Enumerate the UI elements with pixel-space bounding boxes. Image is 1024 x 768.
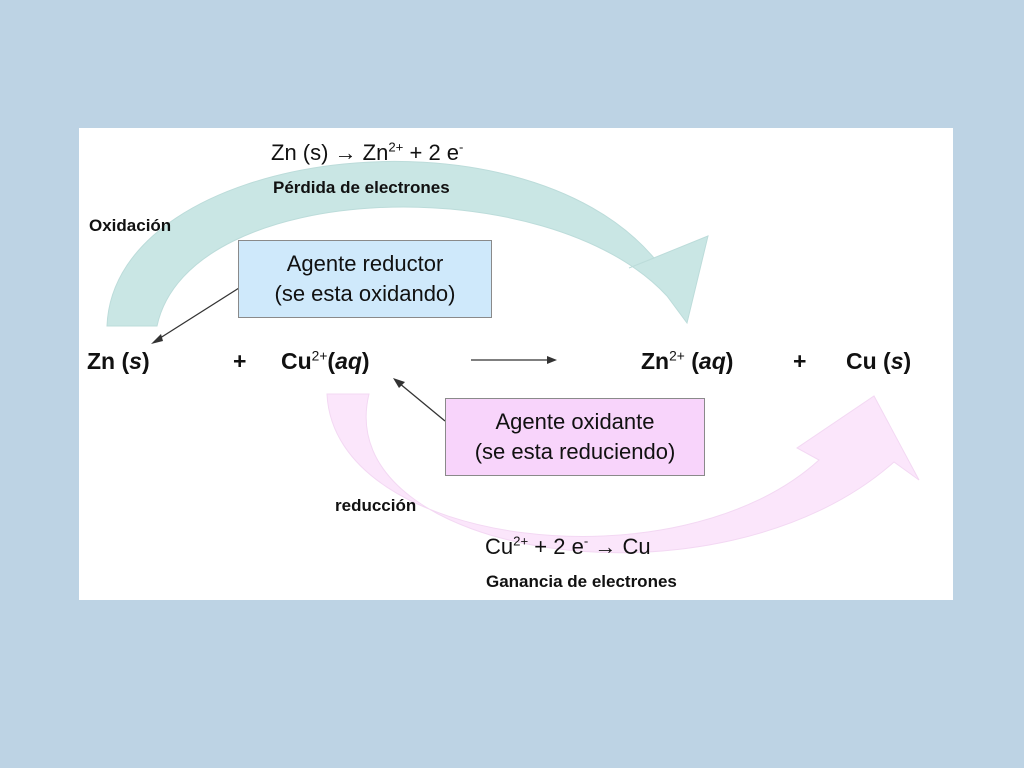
reactant-zn: Zn (s) — [87, 348, 150, 374]
plus-sign-right: + — [793, 348, 807, 374]
arrows-layer — [106, 160, 920, 554]
oxidation-half-reaction: Zn (s) → Zn2+ + 2 e- — [271, 139, 464, 165]
diagram-panel: Zn (s) → Zn2+ + 2 e- Pérdida de electron… — [79, 128, 953, 600]
product-zn-ion: Zn2+ (aq) — [641, 348, 734, 374]
reduction-half-reaction: Cu2+ + 2 e- → Cu — [485, 533, 651, 559]
reduction-arrow — [326, 393, 920, 554]
reaction-arrow-head — [547, 356, 557, 364]
oxidante-pointer-head — [393, 378, 405, 388]
plus-sign-left: + — [233, 348, 247, 374]
reduction-caption: Ganancia de electrones — [486, 572, 677, 591]
oxidation-caption: Pérdida de electrones — [273, 178, 450, 197]
oxidizing-agent-title: Agente oxidante — [495, 409, 655, 434]
reducing-agent-note: (se esta oxidando) — [274, 281, 456, 306]
oxidation-label: Oxidación — [89, 216, 172, 235]
oxidizing-agent-box: Agente oxidante (se esta reduciendo) — [445, 398, 705, 476]
reductor-pointer-line — [156, 287, 240, 341]
oxidante-pointer-line — [398, 382, 446, 422]
reducing-agent-box: Agente reductor (se esta oxidando) — [238, 240, 492, 318]
oxidation-arrow — [106, 160, 709, 327]
reducing-agent-title: Agente reductor — [286, 251, 444, 276]
product-cu: Cu (s) — [846, 348, 912, 374]
oxidizing-agent-note: (se esta reduciendo) — [474, 439, 676, 464]
reactant-cu-ion: Cu2+(aq) — [281, 348, 370, 374]
reduction-label: reducción — [335, 496, 417, 515]
reductor-pointer-head — [151, 334, 163, 344]
